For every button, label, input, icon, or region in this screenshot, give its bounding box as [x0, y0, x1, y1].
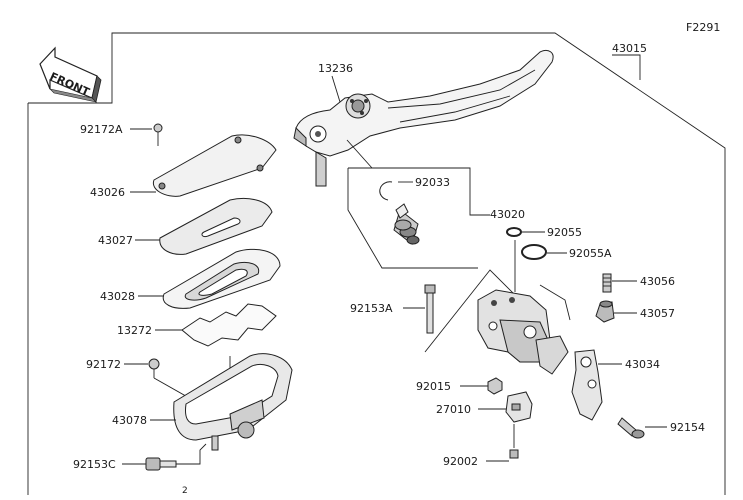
master-cylinder-body — [477, 289, 569, 375]
label-92153a: 92153A — [350, 302, 393, 315]
label-43015: 43015 — [612, 42, 647, 55]
circlip — [379, 181, 393, 201]
label-92172a: 92172A — [80, 123, 123, 136]
bolt-92153a — [424, 284, 436, 334]
holder — [571, 349, 603, 421]
label-43027: 43027 — [98, 234, 133, 247]
reservoir-cap — [152, 134, 277, 197]
label-13236: 13236 — [318, 62, 353, 75]
bolt-92153c — [145, 457, 177, 471]
float-plate — [181, 303, 277, 347]
label-43020: 43020 — [490, 208, 525, 221]
cap-screw — [153, 123, 163, 146]
label-43028: 43028 — [100, 290, 135, 303]
brake-lever — [293, 49, 554, 187]
label-43078: 43078 — [112, 414, 147, 427]
plate — [159, 198, 273, 255]
leader-43015 — [612, 54, 641, 80]
label-92055: 92055 — [547, 226, 582, 239]
bleeder-cap — [595, 300, 615, 323]
label-92055a: 92055A — [569, 247, 612, 260]
bracket-43020-left — [347, 168, 478, 269]
label-92033: 92033 — [415, 176, 450, 189]
label-13272: 13272 — [117, 324, 152, 337]
diaphragm — [162, 248, 281, 309]
reservoir-body — [173, 353, 293, 451]
nut — [487, 377, 503, 395]
label-27010: 27010 — [436, 403, 471, 416]
front-arrow-icon: FRONT — [39, 46, 102, 103]
bracket-43020-top — [348, 167, 490, 216]
body-outline-right — [539, 284, 571, 321]
label-43034: 43034 — [625, 358, 660, 371]
leader-13236 — [331, 75, 341, 103]
frame-outline — [28, 32, 726, 495]
o-ring — [506, 227, 522, 237]
figure-code: F2291 — [686, 21, 720, 34]
label-92153c: 92153C — [73, 458, 116, 471]
label-43026: 43026 — [90, 186, 125, 199]
piston-set — [393, 203, 420, 245]
bleeder-valve — [602, 273, 612, 293]
switch-screw — [509, 424, 519, 459]
bottom-mark: 2 — [182, 486, 188, 495]
screw-92172 — [148, 358, 160, 378]
body-outline-left — [424, 269, 521, 353]
label-92002: 92002 — [443, 455, 478, 468]
leader-bracket — [346, 139, 373, 169]
o-ring-a — [521, 244, 547, 260]
label-92015: 92015 — [416, 380, 451, 393]
brake-switch — [505, 391, 533, 423]
label-92154: 92154 — [670, 421, 705, 434]
bolt-92154 — [617, 417, 645, 439]
label-43056: 43056 — [640, 275, 675, 288]
label-43057: 43057 — [640, 307, 675, 320]
leader-bolt-connection — [176, 443, 207, 465]
label-92172: 92172 — [86, 358, 121, 371]
